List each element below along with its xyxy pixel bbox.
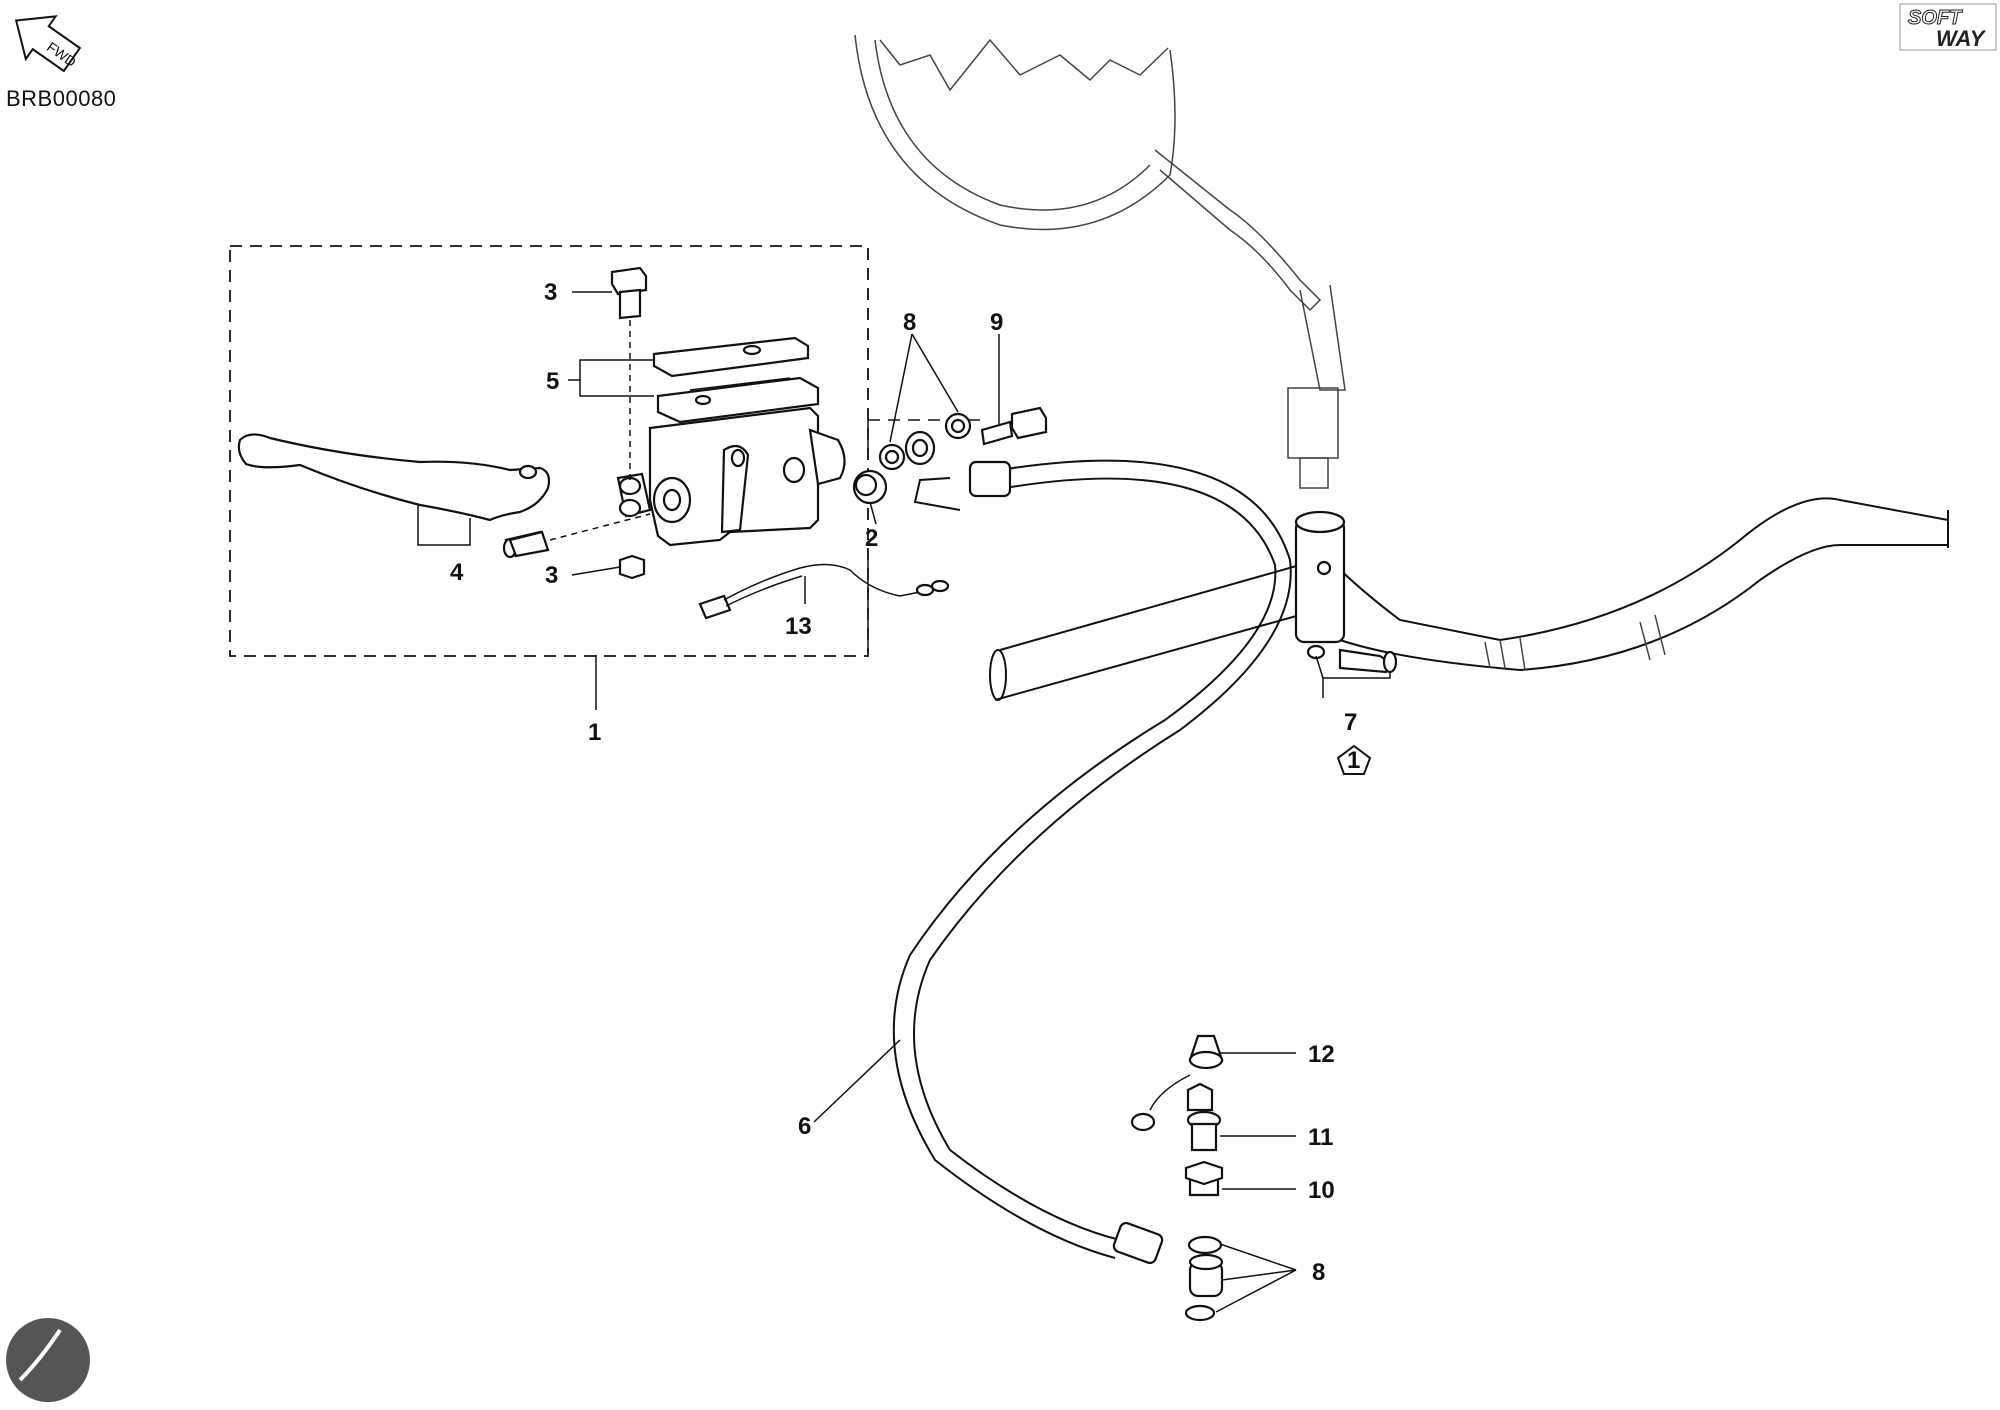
callout-8-top: 8 (903, 309, 916, 336)
callout-10: 10 (1308, 1177, 1335, 1204)
callout-9: 9 (990, 309, 1003, 336)
brand-logo: SOFT WAY (1899, 3, 1997, 51)
callout-8-bottom: 8 (1312, 1259, 1325, 1286)
callout-12: 12 (1308, 1041, 1335, 1068)
banjo-bottom (1184, 1235, 1224, 1322)
callout-2: 2 (865, 525, 878, 552)
pivot-nut (618, 554, 646, 580)
brake-lever (237, 433, 551, 559)
callout-7-badge: 1 (1347, 747, 1360, 774)
callout-11: 11 (1308, 1124, 1333, 1151)
clamp (1294, 510, 1398, 674)
brake-hose (892, 459, 1292, 1265)
banjo-top (878, 406, 1048, 471)
callout-4: 4 (450, 559, 464, 586)
adjuster-pin (508, 530, 550, 558)
callout-1: 1 (588, 719, 601, 746)
brake-light-switch (698, 563, 950, 620)
master-cylinder (616, 336, 846, 547)
leader-lines (417, 291, 1391, 1313)
corner-mark-icon (6, 1318, 90, 1402)
callout-5: 5 (546, 368, 559, 395)
brand-logo-top: SOFT (1908, 7, 1963, 29)
note-badge (1336, 744, 1372, 775)
bleed-parts (1130, 1034, 1224, 1197)
callout-3-top: 3 (544, 279, 557, 306)
cap (852, 469, 888, 505)
fwd-arrow-icon: FWD (14, 15, 82, 73)
pivot-screw (610, 266, 648, 480)
handlebar (989, 497, 1949, 701)
drawing-code: BRB00080 (6, 86, 117, 111)
callout-13: 13 (785, 613, 812, 640)
callout-3-bottom: 3 (545, 562, 558, 589)
mirror (854, 34, 1346, 489)
callout-7: 7 (1344, 709, 1357, 736)
brand-logo-bottom: WAY (1936, 26, 1987, 51)
callout-6: 6 (798, 1113, 811, 1140)
